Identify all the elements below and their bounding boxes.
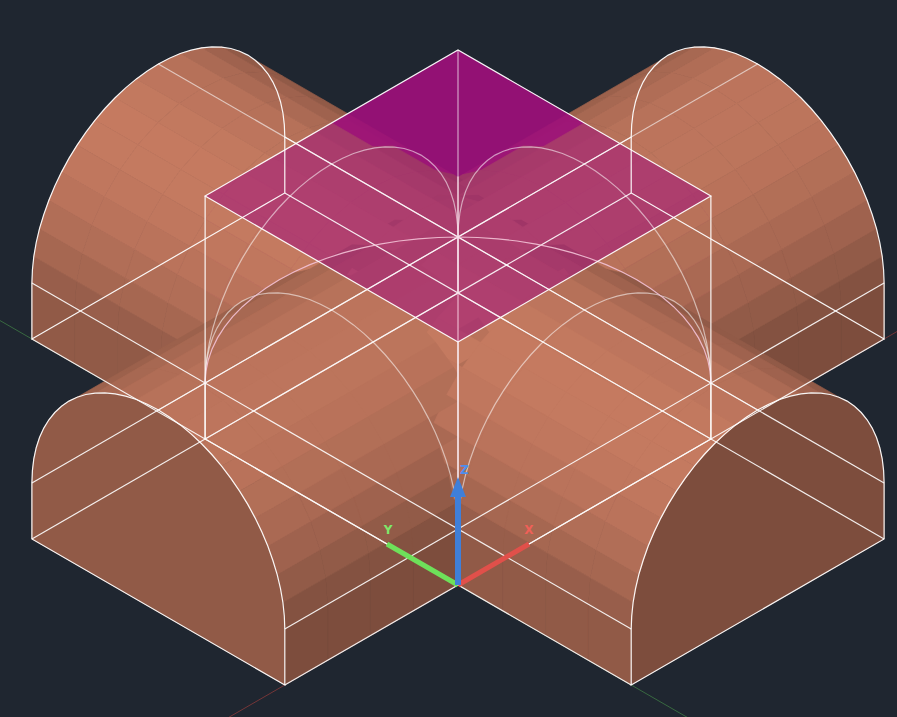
- vault-end-outline: [631, 137, 884, 339]
- box-edge: [205, 50, 711, 342]
- axis-label: Z: [460, 463, 469, 477]
- box-edge: [457, 342, 458, 585]
- box-edge: [205, 439, 458, 585]
- box-edge: [458, 439, 711, 585]
- vault-end-arc: [205, 147, 458, 383]
- vault-edge: [32, 339, 631, 685]
- vault-edge: [32, 283, 631, 629]
- vault-end-arc: [458, 293, 711, 529]
- axis-label: Y: [384, 523, 393, 537]
- vault-surface: [32, 393, 285, 685]
- vault-end-outline: [205, 383, 458, 585]
- vault-end-arc: [631, 47, 884, 283]
- box-edge: [457, 50, 458, 293]
- ucs-z-arrow: [455, 490, 461, 585]
- ucs-y-arrow: [387, 544, 458, 585]
- vault-edge: [285, 339, 884, 685]
- vault-end-outline: [631, 483, 884, 685]
- vault-surface: [618, 466, 676, 518]
- axis-label: X: [524, 523, 533, 537]
- ucs-z-head: [450, 477, 466, 497]
- vault-end-outline: [205, 237, 458, 439]
- vault-end-arc: [458, 147, 711, 383]
- vault-edge: [285, 283, 884, 629]
- vault-end-arc: [32, 393, 285, 629]
- vault-end-arc: [205, 293, 458, 529]
- vault-surface: [631, 393, 884, 685]
- vault-end-arc: [32, 47, 285, 283]
- vault-end-outline: [32, 483, 285, 685]
- box-edge: [205, 196, 206, 439]
- vault-end-outline: [32, 137, 285, 339]
- ucs-x-arrow: [458, 544, 529, 585]
- vault-end-outline: [458, 383, 711, 585]
- vault-surface: [240, 466, 298, 518]
- vault-end-outline: [458, 237, 711, 439]
- box-edge: [710, 196, 711, 439]
- vault-end-arc: [631, 393, 884, 629]
